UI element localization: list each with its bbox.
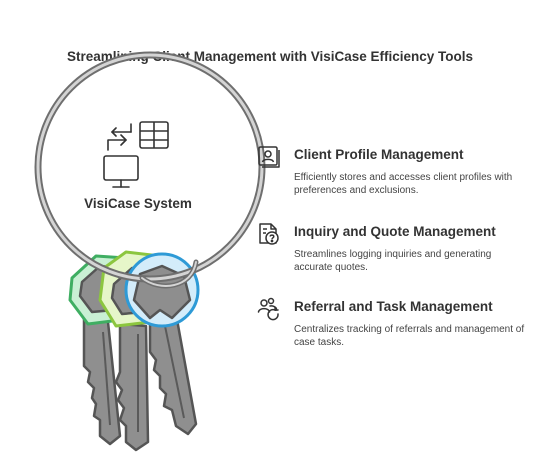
key-middle [114,322,150,452]
tag-blue [124,252,200,328]
client-profile-icon [258,146,280,168]
sync-arrows-icon [107,123,132,151]
item-description: Streamlines logging inquiries and genera… [294,249,492,273]
referral-task-icon [257,297,279,321]
key-right [148,312,198,436]
center-system-label: VisiCase System [84,196,192,211]
item-description: Centralizes tracking of referrals and ma… [294,324,525,348]
item-heading: Client Profile Management [294,147,464,162]
item-heading: Inquiry and Quote Management [294,224,496,239]
inquiry-quote-icon [259,223,279,245]
monitor-icon [103,155,139,188]
key-left [82,316,122,446]
diagram-title: Streamlining Client Management with Visi… [66,49,474,64]
table-icon [139,121,169,149]
item-description: Efficiently stores and accesses client p… [294,172,513,196]
item-heading: Referral and Task Management [294,299,493,314]
